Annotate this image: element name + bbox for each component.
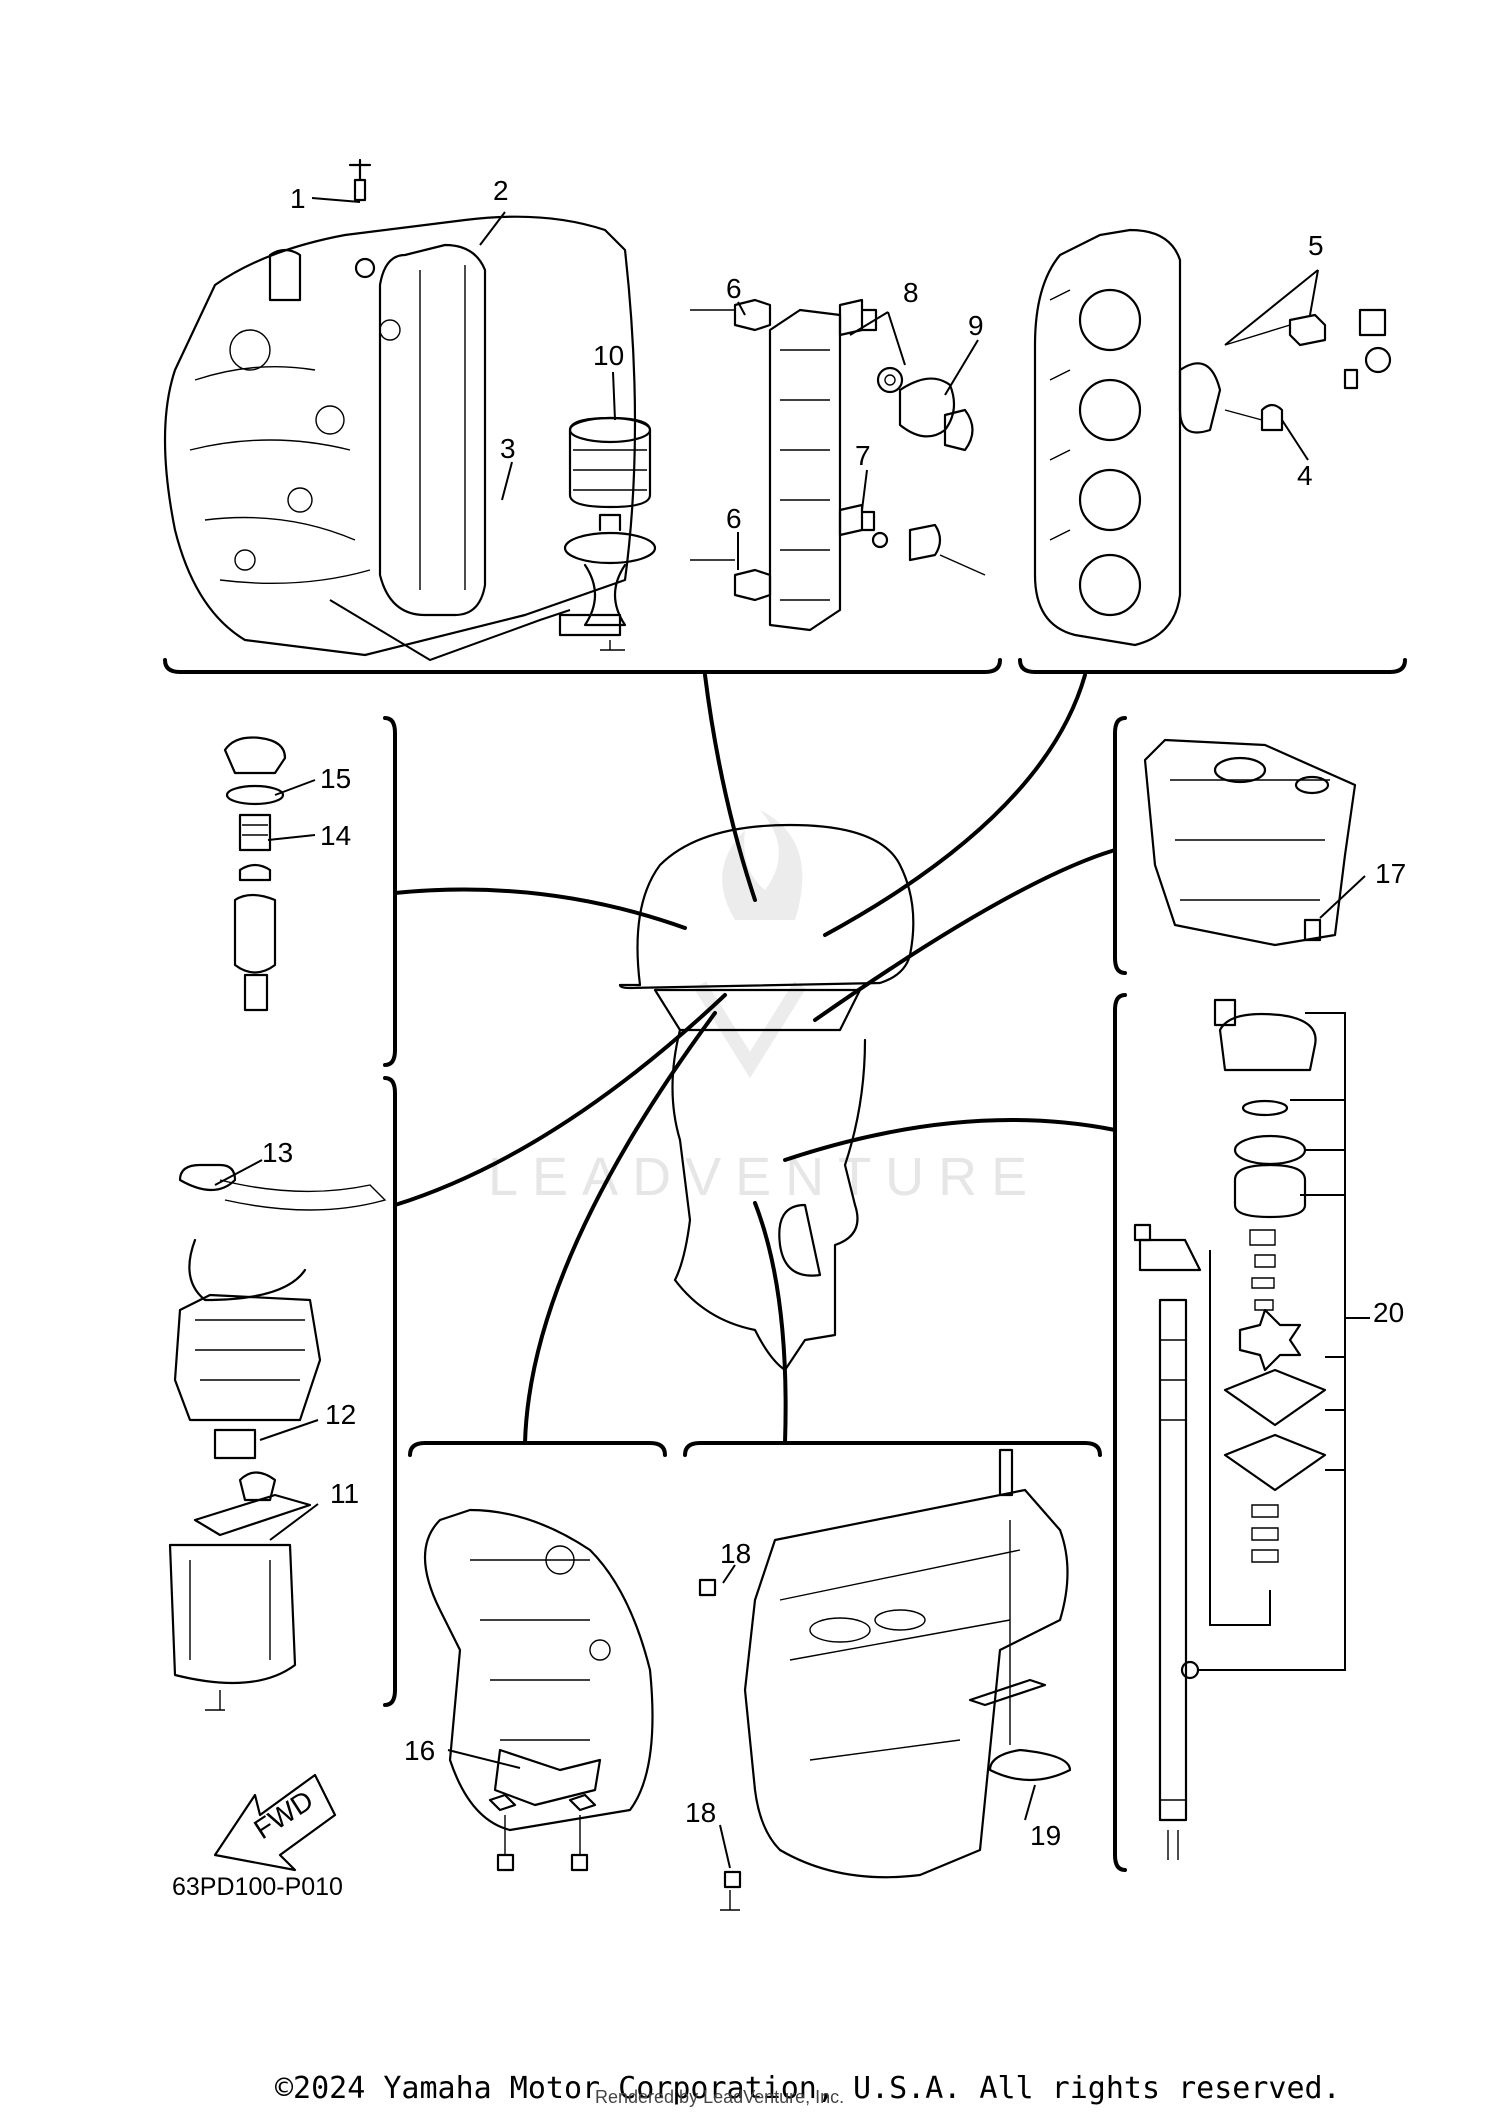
- outboard-motor-outline: [618, 823, 915, 1372]
- section-brackets: [163, 658, 1407, 1872]
- callout-12: 12: [325, 1399, 356, 1430]
- upper-casing-bracket: [424, 1508, 654, 1872]
- fwd-arrow: FWD: [213, 1773, 337, 1872]
- cylinder-head: [1033, 228, 1392, 647]
- fwd-label: FWD: [248, 1784, 318, 1845]
- callout-numbers: 1 2 3 4 5 6 6 7 8 9 10 11 12 13 14 15 16…: [262, 175, 1406, 1851]
- thermostat-assembly: [690, 298, 986, 632]
- callout-17: 17: [1375, 858, 1406, 889]
- callout-13: 13: [262, 1137, 293, 1168]
- callout-6-upper: 6: [726, 273, 742, 304]
- callout-6-lower: 6: [726, 503, 742, 534]
- oil-filter-assembly: [329, 416, 657, 662]
- callout-8: 8: [903, 277, 919, 308]
- watermark: LEADVENTURE: [488, 810, 1041, 1207]
- water-pump-kit-bracket: [1198, 1012, 1370, 1671]
- exhaust-guide: [1143, 738, 1357, 947]
- callout-15: 15: [320, 763, 351, 794]
- callout-10: 10: [593, 340, 624, 371]
- crankcase-assembly: [163, 158, 637, 657]
- rendered-by-text: Rendered by LeadVenture, Inc.: [595, 2087, 844, 2107]
- callout-18-lower: 18: [685, 1797, 716, 1828]
- callout-2: 2: [493, 175, 509, 206]
- vapor-separator-assembly: [168, 1163, 387, 1711]
- callout-18-upper: 18: [720, 1538, 751, 1569]
- callout-14: 14: [320, 820, 351, 851]
- callout-16: 16: [404, 1735, 435, 1766]
- callout-4: 4: [1297, 460, 1313, 491]
- callout-leaders: [214, 197, 1366, 1869]
- callout-20: 20: [1373, 1297, 1404, 1328]
- callout-5: 5: [1308, 230, 1324, 261]
- water-pump-assembly: [1133, 998, 1327, 1860]
- callout-11: 11: [330, 1478, 359, 1509]
- callout-19: 19: [1030, 1820, 1061, 1851]
- callout-3: 3: [500, 433, 516, 464]
- callout-7: 7: [855, 440, 871, 471]
- watermark-text: LEADVENTURE: [488, 1147, 1041, 1207]
- callout-9: 9: [968, 310, 984, 341]
- diagram-code: 63PD100-P010: [172, 1873, 343, 1901]
- fuel-filter-assembly: [223, 736, 287, 1012]
- section-links: [393, 673, 1117, 1445]
- callout-1: 1: [290, 183, 306, 214]
- lower-casing: [698, 1448, 1072, 1911]
- copyright-notice: ©2024 Yamaha Motor Corporation, U.S.A. A…: [275, 2071, 1341, 2106]
